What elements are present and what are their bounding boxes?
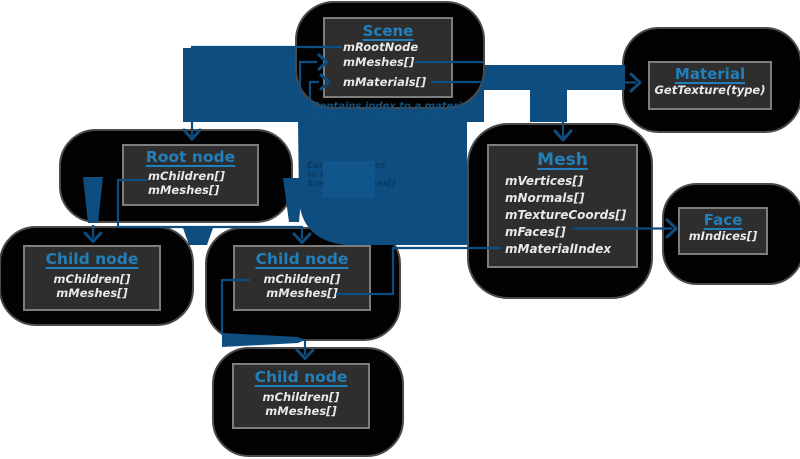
material-box: Material GetTexture(type) (648, 61, 772, 110)
child-node-2-box: Child node mChildren[] mMeshes[] (233, 245, 371, 311)
mesh-title: Mesh (537, 150, 588, 170)
mesh-item-mmaterialindex: mMaterialIndex (505, 242, 612, 256)
scene-item-mmaterials: mMaterials[] (343, 75, 427, 89)
material-index-note: Contains index to a material in Scene::m… (312, 101, 472, 123)
scene-box: Scene mRootNode mMeshes[] mMaterials[] (323, 17, 453, 98)
material-item-gettexture: GetTexture(type) (654, 83, 766, 97)
mesh-item-mtexturecoords: mTextureCoords[] (505, 208, 627, 222)
child1-item-mmeshes: mMeshes[] (56, 286, 128, 300)
scene-item-mrootnode: mRootNode (343, 40, 419, 54)
child1-item-mchildren: mChildren[] (53, 272, 131, 286)
note-occluding-arrow-shape (323, 161, 375, 198)
face-item-mindices: mIndices[] (688, 229, 758, 243)
child2-item-mmeshes: mMeshes[] (266, 286, 338, 300)
root-node-title: Root node (145, 148, 236, 166)
mesh-item-mnormals: mNormals[] (505, 191, 585, 205)
root-item-mmeshes: mMeshes[] (148, 183, 220, 197)
big-arrow-shaft-bottom-child (222, 333, 305, 347)
child-node-3-box: Child node mChildren[] mMeshes[] (232, 363, 370, 429)
face-box: Face mIndices[] (678, 207, 768, 255)
child-node-2-title: Child node (255, 250, 349, 268)
child-node-1-box: Child node mChildren[] mMeshes[] (23, 245, 161, 311)
child-node-3-title: Child node (254, 368, 348, 386)
scene-title: Scene (362, 22, 414, 40)
child3-item-mchildren: mChildren[] (262, 390, 340, 404)
material-title: Material (674, 65, 746, 83)
mesh-item-mvertices: mVertices[] (505, 174, 584, 188)
mesh-item-mfaces: mFaces[] (505, 225, 566, 239)
face-title: Face (703, 211, 743, 229)
scene-item-mmeshes: mMeshes[] (343, 55, 415, 69)
mesh-box: Mesh mVertices[] mNormals[] mTextureCoor… (487, 144, 638, 268)
child-node-1-title: Child node (45, 250, 139, 268)
child2-item-mchildren: mChildren[] (263, 272, 341, 286)
root-node-box: Root node mChildren[] mMeshes[] (122, 144, 259, 206)
root-item-mchildren: mChildren[] (148, 169, 225, 183)
child3-item-mmeshes: mMeshes[] (265, 404, 337, 418)
big-arrow-shaft-left-child (83, 177, 103, 223)
